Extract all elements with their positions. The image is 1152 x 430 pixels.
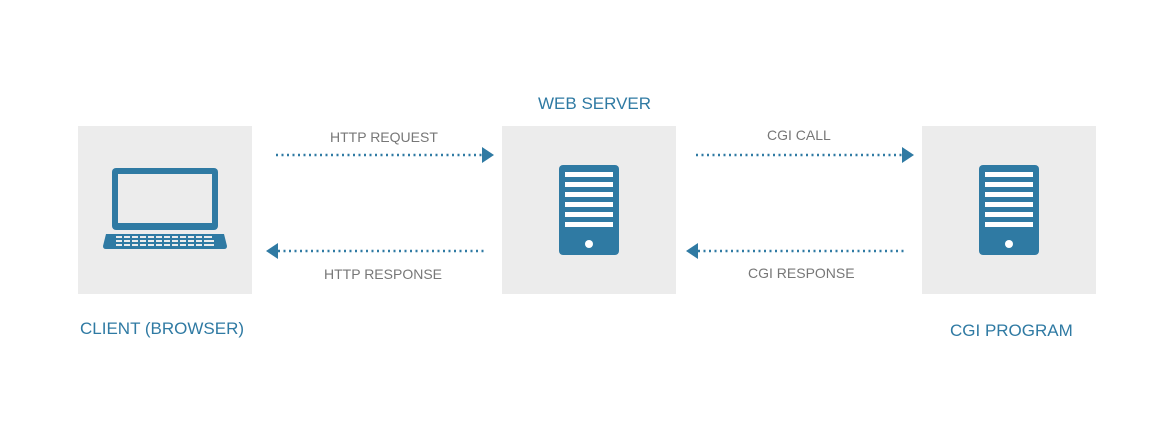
client-label: CLIENT (BROWSER) — [80, 319, 245, 338]
web-server-label: WEB SERVER — [538, 94, 652, 113]
server-icon — [979, 165, 1039, 255]
cgi-response-arrow — [686, 243, 904, 259]
web-server-box — [502, 126, 676, 294]
cgi-call-arrow — [696, 147, 914, 163]
cgi-program-label: CGI PROGRAM — [950, 321, 1073, 340]
http-response-arrow — [266, 243, 484, 259]
http-response-label: HTTP RESPONSE — [324, 266, 442, 282]
cgi-call-label: CGI CALL — [767, 127, 831, 143]
http-request-label: HTTP REQUEST — [330, 129, 438, 145]
cgi-program-box — [922, 126, 1096, 294]
laptop-icon — [103, 168, 227, 249]
cgi-response-label: CGI RESPONSE — [748, 265, 855, 281]
client-box — [78, 126, 252, 294]
server-icon — [559, 165, 619, 255]
http-request-arrow — [276, 147, 494, 163]
